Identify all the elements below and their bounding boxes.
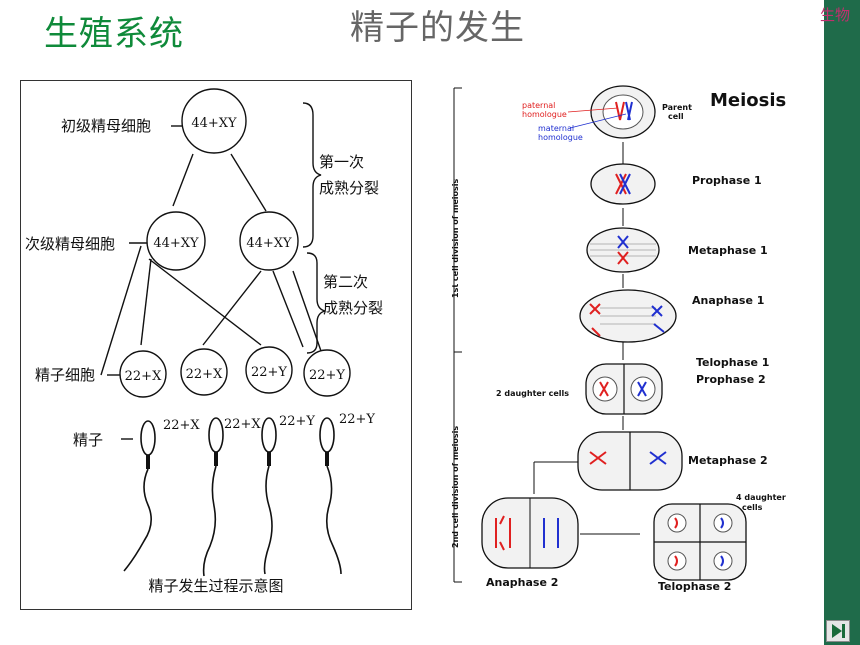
spermatid-cell-text: 22+X xyxy=(125,369,162,384)
play-next-icon xyxy=(832,624,845,638)
maternal-label: maternal xyxy=(538,124,574,133)
first-division-label: 成熟分裂 xyxy=(319,179,379,197)
two-daughter-label: 2 daughter cells xyxy=(496,389,569,398)
secondary-cell-text: 44+XY xyxy=(153,236,199,251)
stage-label: Telophase 2 xyxy=(658,580,731,593)
diagram-caption: 精子发生过程示意图 xyxy=(148,577,283,595)
corner-label: 生物 xyxy=(820,6,851,24)
spermatid-cell-text: 22+X xyxy=(186,367,223,382)
second-division-label: 成熟分裂 xyxy=(323,299,383,317)
stage-label: Anaphase 1 xyxy=(692,294,764,307)
stage-label: Anaphase 2 xyxy=(486,576,558,589)
slide-subtitle: 精子的发生 xyxy=(350,8,525,48)
slide-title: 生殖系统 xyxy=(44,14,184,54)
meiosis-title: Meiosis xyxy=(710,90,786,111)
next-slide-button[interactable] xyxy=(826,620,850,642)
sperm-drawings xyxy=(123,417,342,577)
secondary-cell-text: 44+XY xyxy=(246,236,292,251)
sperm-cell-text: 22+Y xyxy=(279,414,315,429)
stage-label: Prophase 1 xyxy=(692,174,762,187)
maternal-label: homologue xyxy=(538,133,583,142)
first-division-label: 第一次 xyxy=(319,153,364,171)
four-daughter-label: 4 daughter xyxy=(736,493,786,502)
meiosis-diagram: 1st cell division of meiosis 2nd cell di… xyxy=(440,80,820,600)
parent-label: cell xyxy=(668,112,684,121)
primary-cell-text: 44+XY xyxy=(191,116,237,131)
stage-label: Metaphase 1 xyxy=(688,244,768,257)
second-division-label: 第二次 xyxy=(323,273,368,291)
paternal-label: paternal xyxy=(522,101,555,110)
second-division-label: 2nd cell division of meiosis xyxy=(451,426,460,548)
sperm-cell-text: 22+Y xyxy=(339,412,375,427)
stage-label: Prophase 2 xyxy=(696,373,766,386)
sperm-cell-text: 22+X xyxy=(224,417,261,432)
sperm-cell-text: 22+X xyxy=(163,418,200,433)
primary-spermatocyte-label: 初级精母细胞 xyxy=(61,117,151,135)
sidebar xyxy=(824,0,860,645)
paternal-label: homologue xyxy=(522,110,567,119)
secondary-spermatocyte-label: 次级精母细胞 xyxy=(25,235,115,253)
parent-label: Parent xyxy=(662,103,692,112)
spermatid-cell-text: 22+Y xyxy=(309,368,345,383)
sperm-label: 精子 xyxy=(73,431,103,449)
spermatogenesis-diagram: 44+XY 44+XY 44+XY 22+X 22+X 22+Y 22+Y 初级… xyxy=(20,80,412,610)
spermatid-label: 精子细胞 xyxy=(35,366,95,384)
stage-label: Telophase 1 xyxy=(696,356,769,369)
spermatid-cell-text: 22+Y xyxy=(251,365,287,380)
first-division-label: 1st cell division of meiosis xyxy=(451,178,460,298)
four-daughter-label: cells xyxy=(742,503,763,512)
stage-label: Metaphase 2 xyxy=(688,454,768,467)
